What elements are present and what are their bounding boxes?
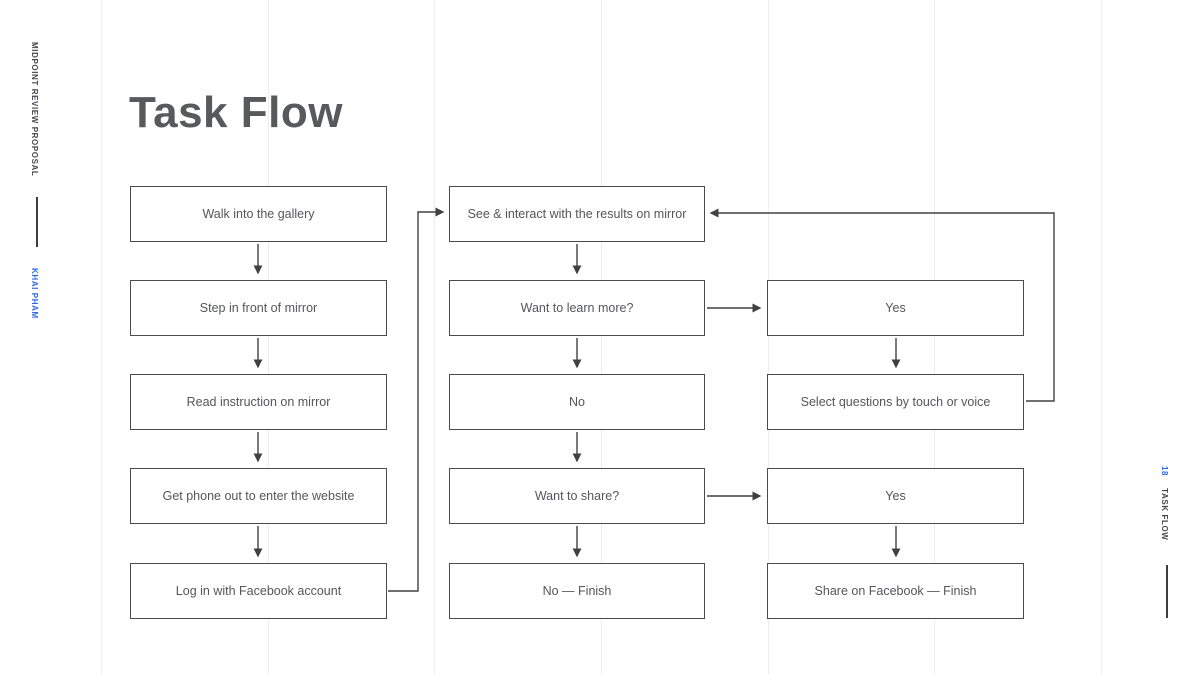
flow-node-share-on-facebook-finish: Share on Facebook — Finish [767,563,1024,619]
flow-node-login-facebook: Log in with Facebook account [130,563,387,619]
flow-node-walk-into-gallery: Walk into the gallery [130,186,387,242]
sidebar-right: 18TASK FLOW [1160,466,1169,540]
flow-node-yes-share: Yes [767,468,1024,524]
flow-node-select-questions: Select questions by touch or voice [767,374,1024,430]
grid-line [1101,0,1102,674]
grid-line [101,0,102,674]
flow-node-want-to-learn-more: Want to learn more? [449,280,705,336]
flow-node-see-interact-results: See & interact with the results on mirro… [449,186,705,242]
grid-line [601,0,602,674]
sidebar-left-project-label: MIDPOINT REVIEW PROPOSAL [30,42,39,177]
flow-node-no-finish: No — Finish [449,563,705,619]
sidebar-right-page-number: 18 [1160,466,1169,477]
flow-node-read-instruction: Read instruction on mirror [130,374,387,430]
page-title: Task Flow [129,88,343,137]
sidebar-right-section-label: TASK FLOW [1160,488,1169,541]
flow-node-step-in-front-of-mirror: Step in front of mirror [130,280,387,336]
sidebar-left-divider [36,197,38,247]
flow-node-want-to-share: Want to share? [449,468,705,524]
flow-node-get-phone-out: Get phone out to enter the website [130,468,387,524]
sidebar-right-divider [1166,565,1168,618]
sidebar-left-author-label: KHAI PHAM [30,268,39,319]
grid-line [268,0,269,674]
flow-node-no: No [449,374,705,430]
grid-line [434,0,435,674]
flow-node-yes-learn: Yes [767,280,1024,336]
